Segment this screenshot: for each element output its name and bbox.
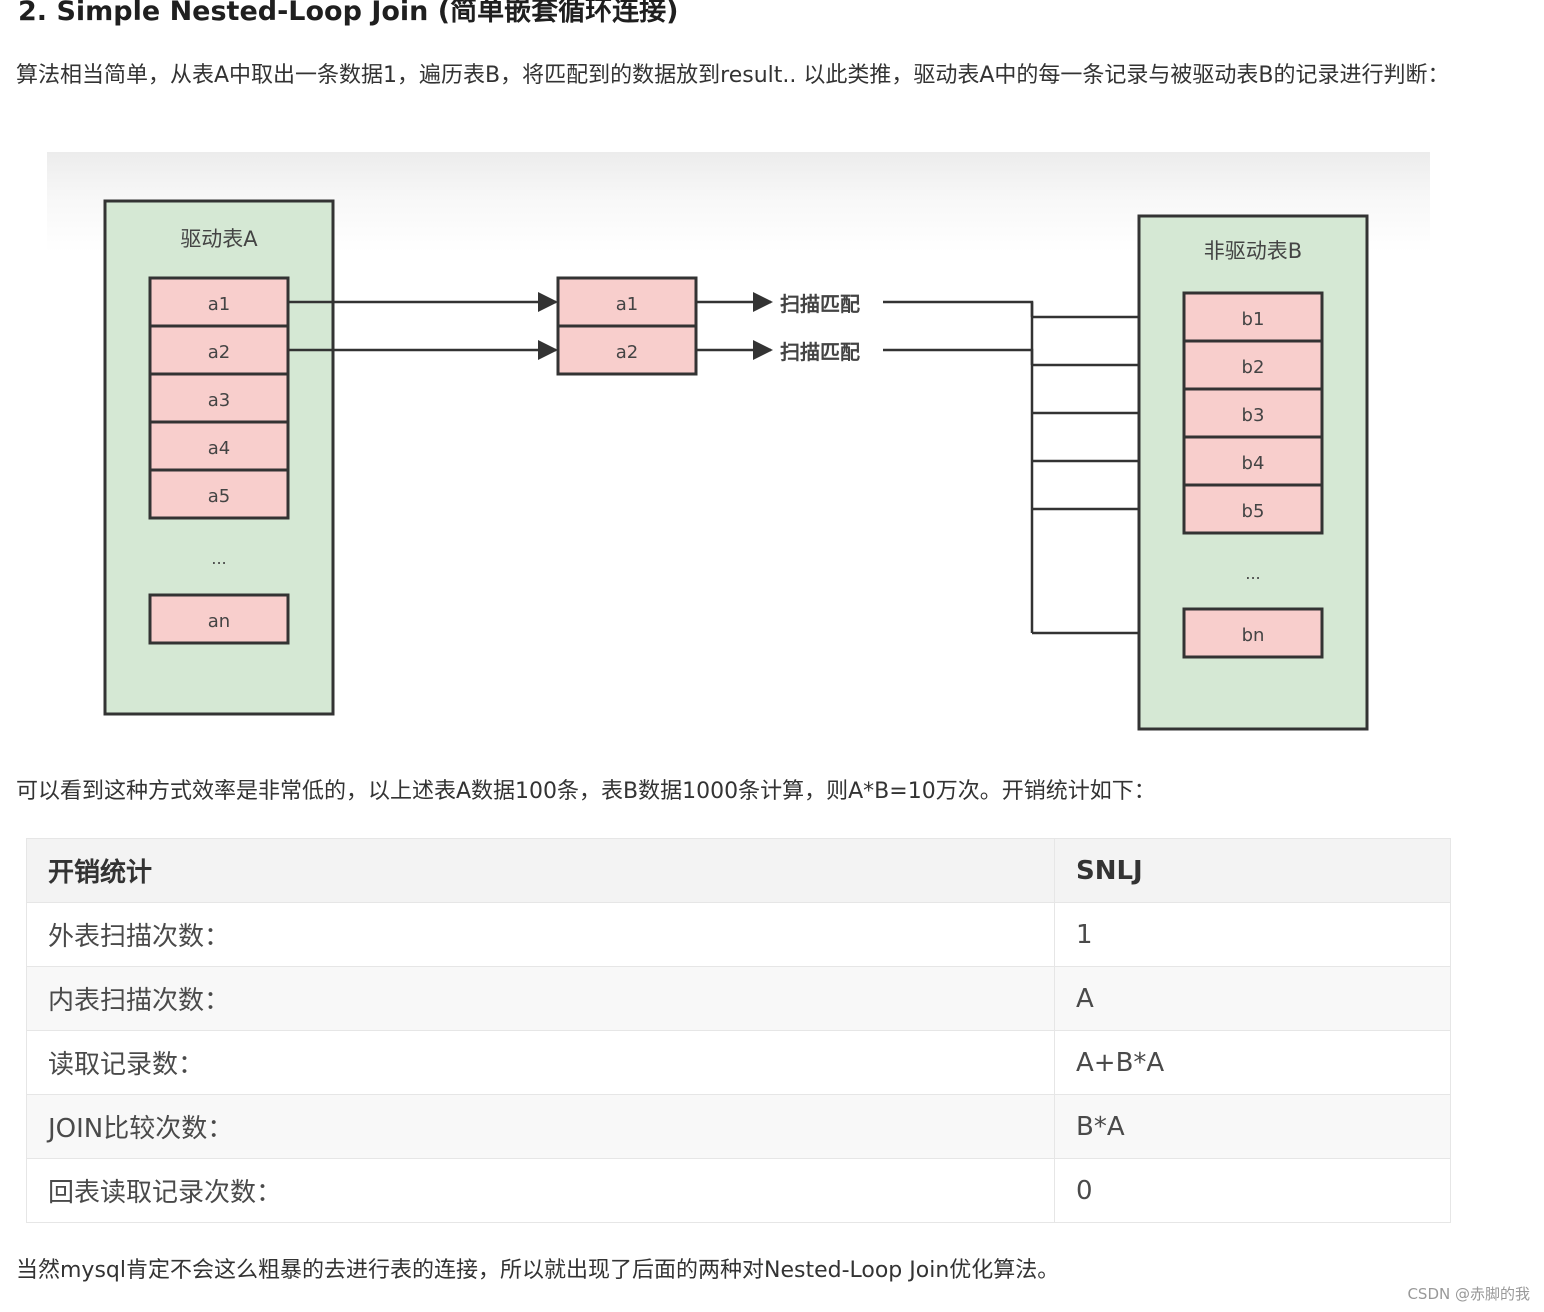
table-b-row-last [1182,607,1324,659]
table-a-row [148,372,290,424]
middle-row-label: a1 [616,294,638,315]
table-a-row-label: a4 [208,438,230,459]
table-a-row-label: a1 [208,294,230,315]
scan-match-label-1: 扫描匹配 [780,292,860,316]
table-header-row: 开销统计 SNLJ [26,838,1451,903]
table-a-row-last-label: an [208,611,230,632]
middle-row [556,324,698,376]
diagram-svg: 驱动表A a1 a2 a3 a4 a5 ... an a1 a2 扫描匹配 扫描… [103,199,1369,731]
header-snlj: SNLJ [1054,838,1451,903]
table-a-row-label: a5 [208,486,230,507]
scan-match-label-2: 扫描匹配 [780,340,860,364]
conclusion-paragraph: 当然mysql肯定不会这么粗暴的去进行表的连接，所以就出现了后面的两种对Nest… [16,1258,1060,1283]
table-b-row [1182,435,1324,487]
row-label: 回表读取记录次数： [26,1158,1055,1223]
row-label: 读取记录数： [26,1030,1055,1095]
table-a-title: 驱动表A [180,227,258,251]
table-b-row [1182,339,1324,391]
cost-summary-paragraph: 可以看到这种方式效率是非常低的，以上述表A数据100条，表B数据1000条计算，… [16,779,1156,804]
row-label: 内表扫描次数： [26,966,1055,1031]
table-b-row [1182,483,1324,535]
row-label: JOIN比较次数： [26,1094,1055,1159]
row-value: 1 [1054,902,1451,967]
table-row: 内表扫描次数： A [26,966,1451,1031]
table-b-row [1182,291,1324,343]
section-heading: 2. Simple Nested-Loop Join (简单嵌套循环连接) [18,0,679,27]
row-value: A+B*A [1054,1030,1451,1095]
header-cost-stat: 开销统计 [26,838,1055,903]
table-row: 外表扫描次数： 1 [26,902,1451,967]
row-label: 外表扫描次数： [26,902,1055,967]
middle-row-label: a2 [616,342,638,363]
csdn-watermark: CSDN @赤脚的我 [1407,1285,1530,1303]
table-b-row-label: b4 [1242,453,1265,474]
row-value: 0 [1054,1158,1451,1223]
intro-paragraph: 算法相当简单，从表A中取出一条数据1，遍历表B，将匹配到的数据放到result.… [16,63,1450,88]
scan-connector-2 [883,348,1034,365]
table-a-rows: a1 a2 a3 a4 a5 [148,276,290,520]
table-a-row [148,468,290,520]
row-value: B*A [1054,1094,1451,1159]
table-b-row [1182,387,1324,439]
table-b-row-label: b5 [1242,501,1265,522]
table-a-row-last [148,593,290,645]
table-b-rows: b1 b2 b3 b4 b5 [1182,291,1324,535]
table-a-row-label: a3 [208,390,230,411]
table-b-row-label: b2 [1242,357,1265,378]
scan-connector-1 [883,300,1034,317]
table-a-row-label: a2 [208,342,230,363]
table-b-row-label: b1 [1242,309,1265,330]
nested-loop-diagram: 驱动表A a1 a2 a3 a4 a5 ... an a1 a2 扫描匹配 扫描… [47,152,1430,746]
row-value: A [1054,966,1451,1031]
table-b-row-last-label: bn [1242,625,1265,646]
table-row: 读取记录数： A+B*A [26,1030,1451,1095]
table-row: 回表读取记录次数： 0 [26,1158,1451,1223]
cost-stats-table: 开销统计 SNLJ 外表扫描次数： 1 内表扫描次数： A 读取记录数： A+B… [26,838,1451,1223]
table-row: JOIN比较次数： B*A [26,1094,1451,1159]
table-b-title: 非驱动表B [1204,239,1302,263]
table-b-ellipsis: ... [1245,564,1260,583]
table-a-ellipsis: ... [211,549,226,568]
table-b-row-label: b3 [1242,405,1265,426]
